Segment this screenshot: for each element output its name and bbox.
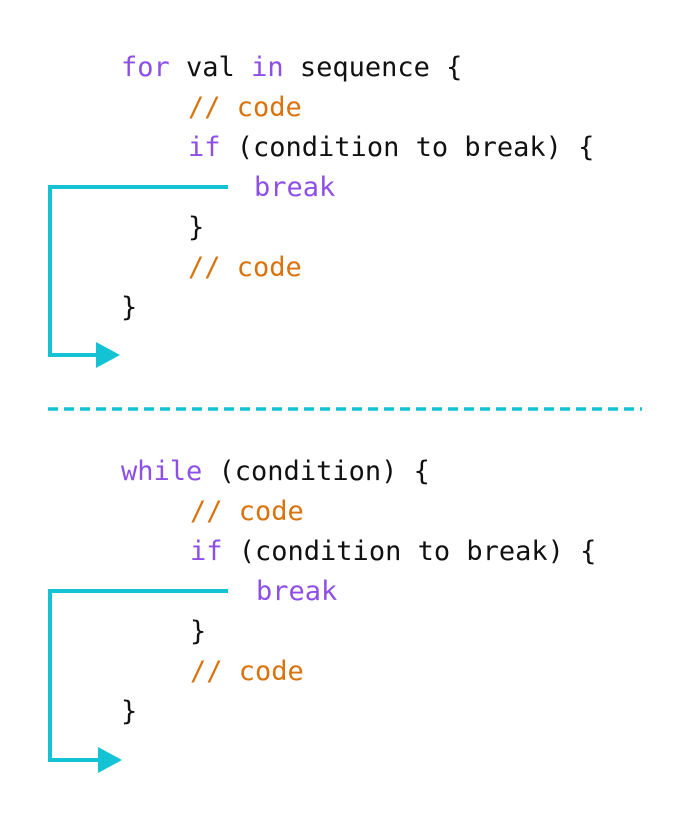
for-line-5: } [188, 208, 204, 248]
for-keyword: for [121, 52, 170, 83]
closing-brace: } [190, 616, 207, 647]
in-keyword: in [251, 52, 284, 83]
for-line-6: // code [188, 248, 302, 288]
for-line-7: } [121, 288, 137, 328]
for-line-3: if (condition to break) { [188, 128, 594, 168]
for-line-2: // code [188, 88, 302, 128]
code-comment: // code [188, 252, 302, 283]
while-break-arrow-head [98, 747, 122, 773]
if-condition-text: (condition to break) { [220, 132, 595, 163]
while-line-2: // code [190, 492, 304, 532]
code-comment: // code [190, 496, 304, 527]
while-keyword: while [121, 456, 203, 487]
if-keyword: if [190, 536, 223, 567]
closing-brace: } [188, 212, 205, 243]
while-line-6: // code [190, 652, 304, 692]
while-break-arrow-path [48, 589, 228, 762]
if-condition-text: (condition to break) { [222, 536, 597, 567]
while-condition-text: (condition) { [202, 456, 430, 487]
while-line-4: break [256, 572, 337, 612]
closing-brace: } [121, 696, 138, 727]
for-line-1: for val in sequence { [121, 48, 462, 88]
while-line-3: if (condition to break) { [190, 532, 596, 572]
while-line-5: } [190, 612, 206, 652]
code-comment: // code [190, 656, 304, 687]
for-break-arrow-head [96, 342, 120, 368]
code-comment: // code [188, 92, 302, 123]
break-keyword: break [256, 576, 338, 607]
break-keyword: break [254, 172, 336, 203]
while-line-7: } [121, 692, 137, 732]
for-line-4: break [254, 168, 335, 208]
if-keyword: if [188, 132, 221, 163]
for-sequence-text: sequence { [283, 52, 463, 83]
for-variable: val [169, 52, 252, 83]
for-break-arrow-path [48, 185, 228, 357]
closing-brace: } [121, 292, 138, 323]
while-line-1: while (condition) { [121, 452, 430, 492]
